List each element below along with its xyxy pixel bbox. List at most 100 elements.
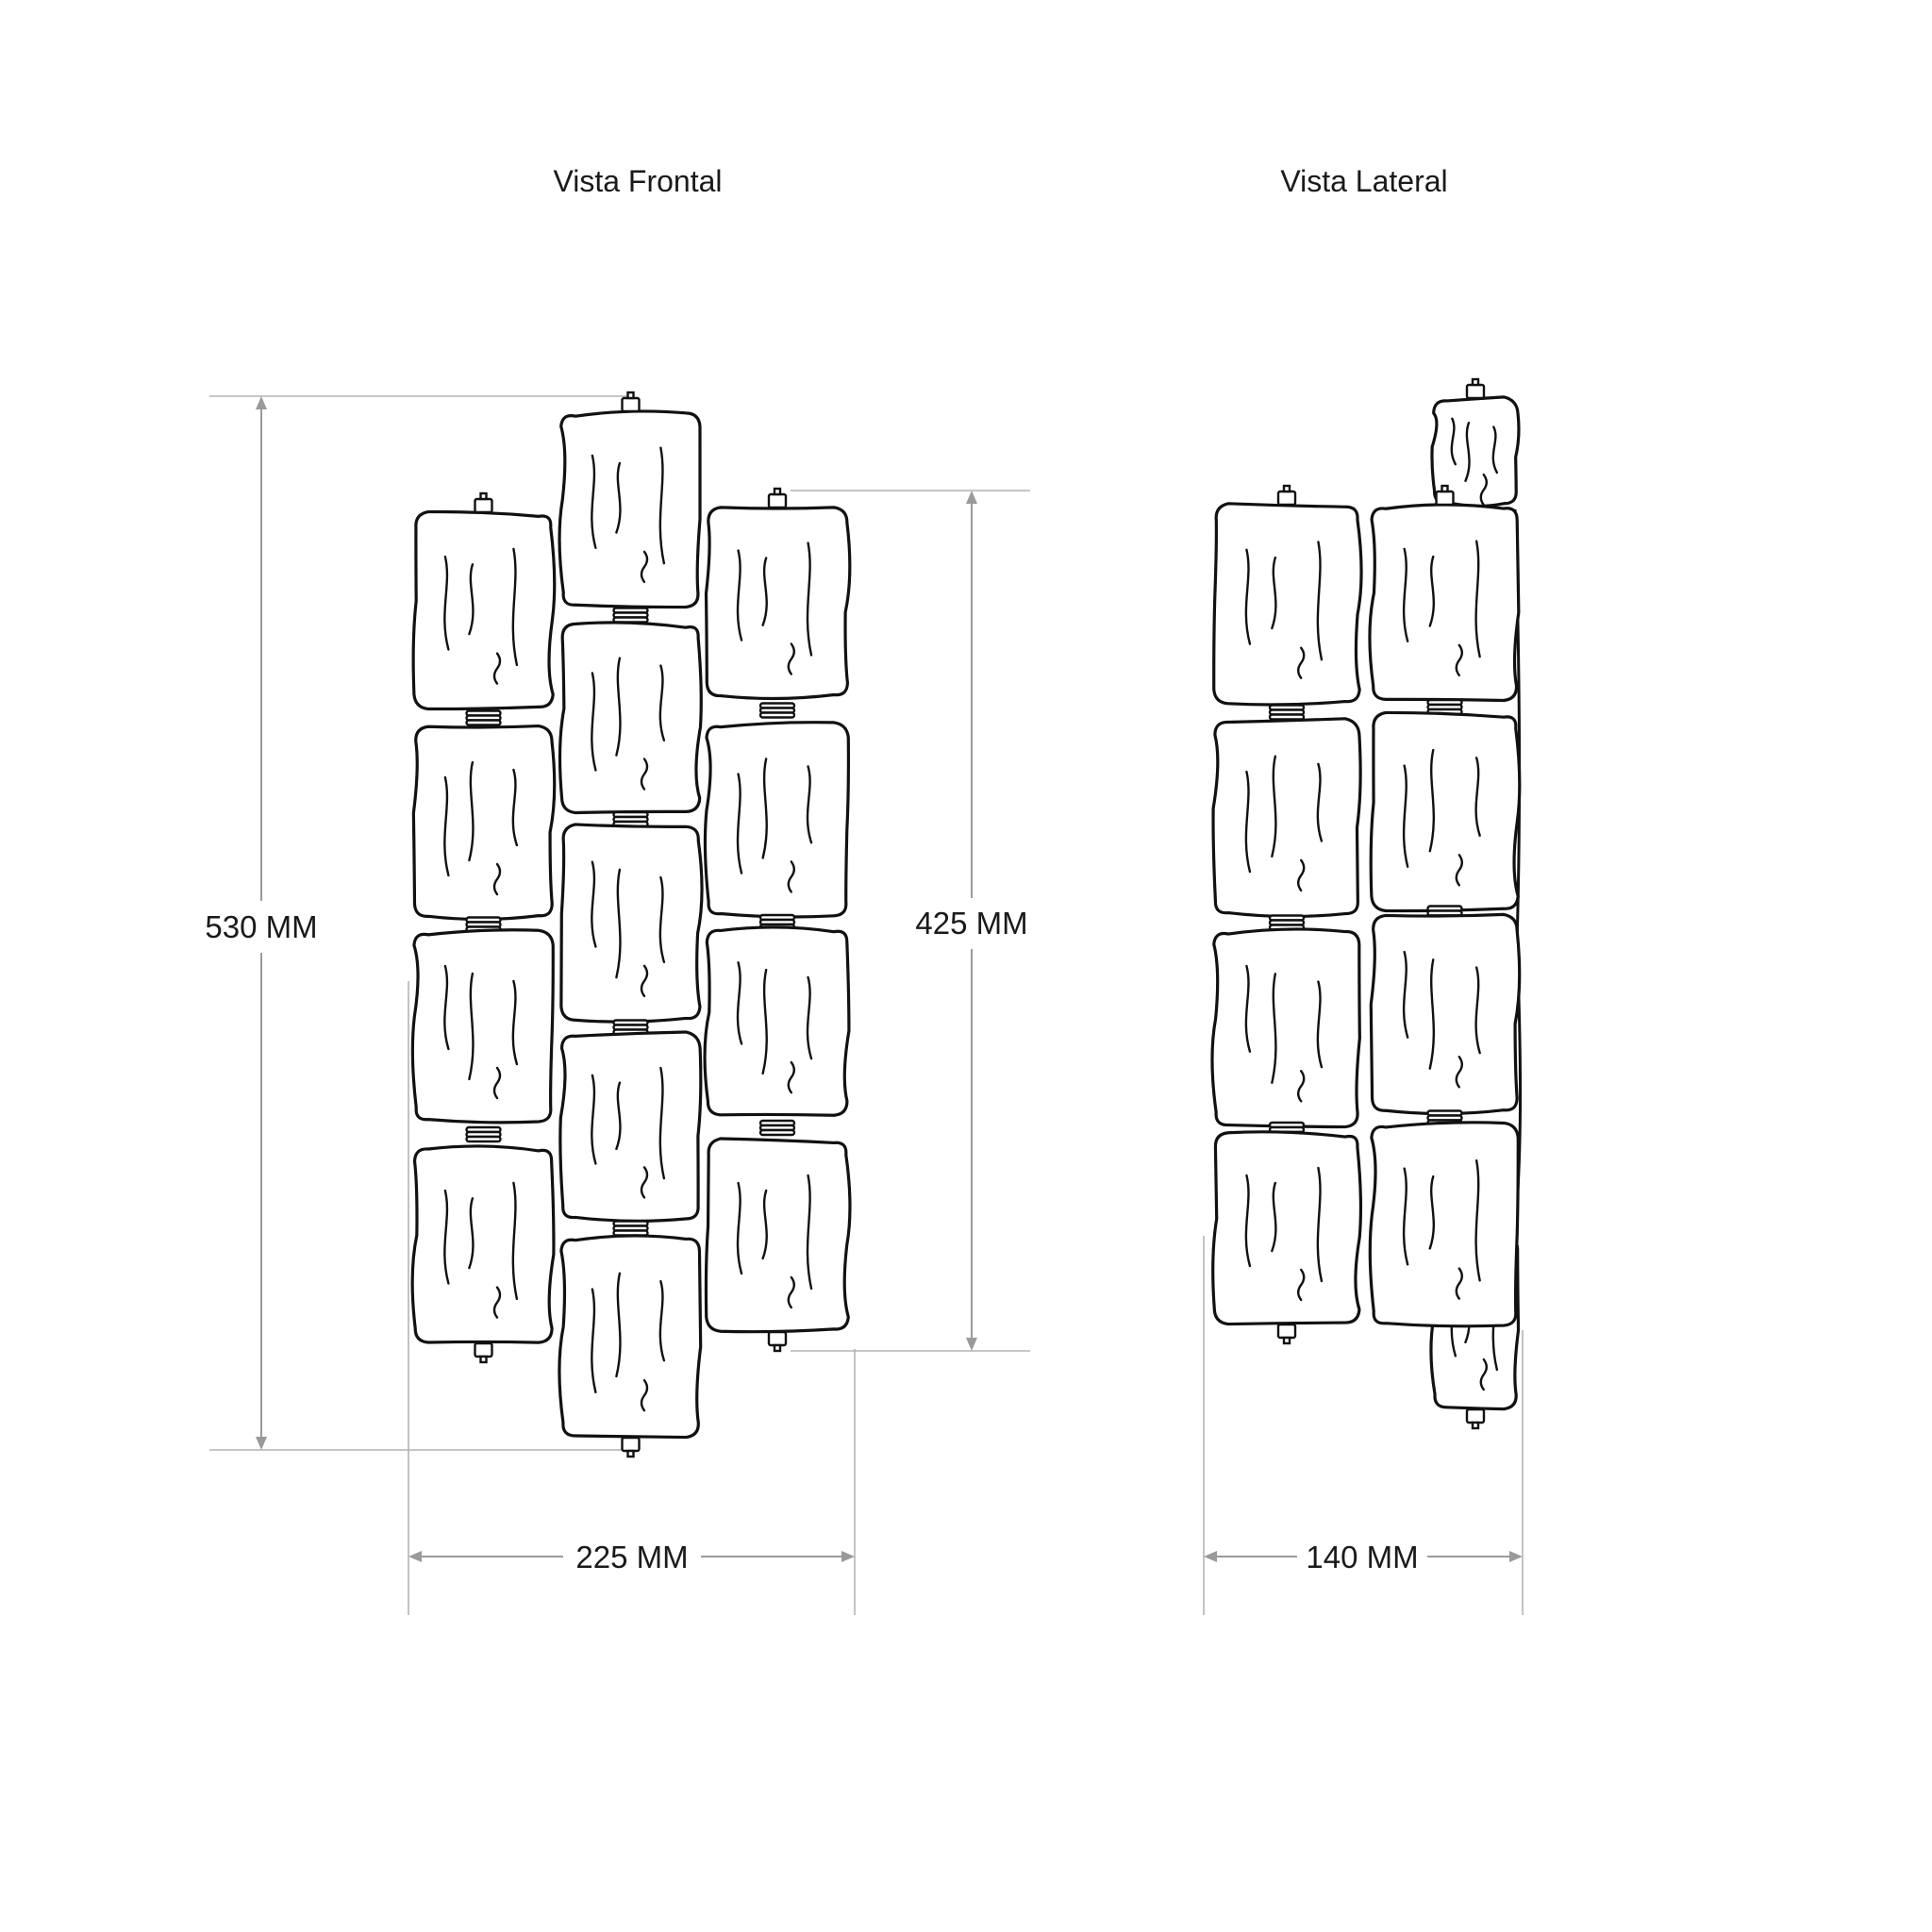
tile-outline: [558, 621, 703, 815]
tile-connector: [612, 1220, 649, 1237]
glass-tile: [1369, 710, 1522, 913]
tile-texture-line: [1455, 643, 1463, 677]
tile-texture-line: [640, 1379, 649, 1412]
tile-connector: [1268, 704, 1306, 721]
tile-texture-line: [1316, 541, 1324, 661]
cap-body: [621, 396, 641, 413]
tile-texture-line: [1428, 748, 1436, 853]
end-cap: [767, 487, 788, 509]
cap-body: [474, 497, 493, 514]
tile-texture-line: [492, 652, 502, 685]
front-view-title: Vista Frontal: [553, 164, 722, 198]
tile-connector: [758, 702, 796, 719]
glass-tile: [704, 1137, 852, 1334]
tile-texture-line: [1474, 540, 1481, 658]
end-cap: [767, 1330, 788, 1353]
glass-tile: [1211, 1130, 1363, 1326]
tile-texture-line: [761, 557, 768, 626]
tile-connector: [1268, 914, 1306, 931]
tile-texture-line: [658, 1280, 666, 1362]
tile-texture-line: [492, 1286, 502, 1319]
tile-texture-line: [443, 775, 450, 877]
cap-pin: [626, 391, 635, 400]
tile-texture-line: [1474, 757, 1481, 837]
tile-outline: [559, 823, 704, 1024]
end-cap: [1435, 484, 1455, 507]
tile-outline: [1211, 717, 1362, 919]
tile-texture-line: [443, 1189, 450, 1285]
tile-texture-line: [1464, 422, 1471, 482]
arrow-down-icon: [966, 1338, 977, 1351]
tile-texture-line: [640, 964, 649, 998]
tile-texture-line: [1271, 556, 1277, 630]
cap-pin: [1282, 1336, 1291, 1345]
tile-outline: [1369, 912, 1522, 1116]
tile-texture-line: [443, 555, 450, 651]
connector-ring: [758, 711, 796, 719]
tile-texture-line: [787, 1275, 795, 1309]
cap-body: [1465, 383, 1486, 400]
cap-pin: [1471, 1421, 1480, 1430]
tile-texture-line: [1316, 762, 1324, 842]
tile-texture-line: [591, 454, 597, 549]
tile-connector: [465, 709, 502, 726]
cap-pin: [479, 1355, 488, 1364]
end-cap: [1276, 484, 1297, 507]
tile-texture-line: [1297, 1268, 1306, 1302]
tile-texture-line: [615, 461, 622, 534]
tile-texture-line: [591, 1074, 597, 1165]
tile-outline: [1368, 1121, 1520, 1328]
arrow-up-icon: [256, 396, 267, 409]
glass-tile: [1430, 395, 1521, 508]
cap-body: [621, 1436, 641, 1453]
tile-connector: [612, 607, 649, 624]
dimension-total-height: 530 MM: [205, 395, 634, 1451]
tile-texture-line: [640, 1166, 649, 1199]
tile-texture-line: [492, 862, 502, 896]
arrow-up-icon: [966, 491, 977, 504]
end-cap: [474, 491, 493, 514]
tile-texture-line: [591, 860, 597, 948]
cap-pin: [773, 487, 782, 496]
tile-texture-line: [615, 1272, 622, 1378]
cap-pin: [1471, 377, 1480, 387]
tile-texture-line: [640, 758, 649, 791]
tile-texture-line: [658, 664, 666, 741]
glass-tile: [703, 721, 850, 919]
tile-texture-line: [1316, 1166, 1324, 1283]
glass-tile: [704, 506, 852, 701]
tile-texture-line: [511, 1181, 519, 1301]
tile-texture-line: [1491, 425, 1499, 475]
cap-body: [1276, 1323, 1297, 1340]
tile-texture-line: [1244, 548, 1252, 645]
tile-texture-line: [1428, 958, 1436, 1070]
tile-texture-line: [787, 642, 795, 675]
tile-texture-line: [806, 1174, 813, 1291]
glass-tile: [410, 928, 555, 1124]
tile-texture-line: [736, 549, 743, 641]
cap-body: [1276, 490, 1297, 507]
tile-texture-line: [806, 765, 813, 844]
tile-outline: [1369, 710, 1522, 913]
tile-texture-line: [1244, 964, 1252, 1053]
dimension-side-depth: 140 MM: [1203, 1236, 1524, 1615]
tile-texture-line: [640, 550, 649, 584]
tile-texture-line: [658, 446, 666, 565]
tile-texture-line: [1455, 854, 1463, 887]
tile-texture-line: [591, 1288, 597, 1393]
side-depth-label: 140 MM: [1306, 1540, 1418, 1574]
tile-texture-line: [1402, 547, 1409, 642]
tile-outline: [411, 724, 557, 922]
arrow-right-icon: [1509, 1551, 1523, 1562]
end-cap: [1276, 1323, 1297, 1345]
glass-tile: [411, 724, 557, 922]
tile-texture-line: [511, 979, 519, 1066]
tile-texture-line: [1271, 973, 1277, 1084]
tile-texture-line: [1271, 755, 1277, 858]
cap-pin: [773, 1343, 782, 1353]
tile-texture-line: [1244, 770, 1252, 874]
total-height-label: 530 MM: [205, 909, 317, 944]
tile-texture-line: [806, 975, 813, 1060]
tile-texture-line: [443, 964, 450, 1051]
glass-tile: [1369, 912, 1522, 1116]
